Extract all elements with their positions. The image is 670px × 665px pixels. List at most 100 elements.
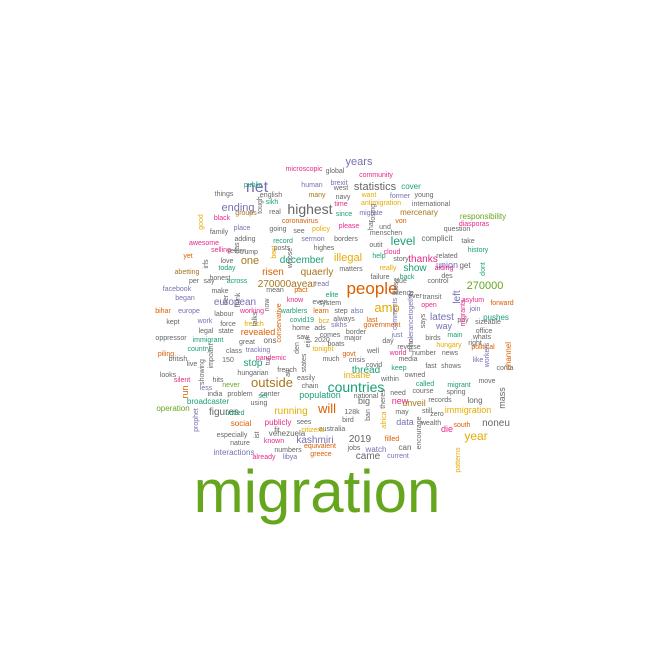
- word: data: [396, 417, 414, 427]
- word: revealed: [241, 327, 276, 337]
- word: tracking: [246, 347, 271, 354]
- word: says: [420, 313, 427, 328]
- word: losing: [370, 204, 377, 222]
- word: going: [269, 226, 286, 233]
- word: united: [225, 410, 244, 417]
- word: government: [364, 322, 401, 329]
- word: border: [346, 329, 367, 336]
- word: within: [380, 376, 399, 383]
- word: work: [197, 318, 213, 325]
- word: broadcaster: [187, 397, 230, 406]
- word: now: [264, 298, 271, 312]
- word: statistics: [354, 181, 397, 193]
- word: latest: [430, 312, 454, 323]
- word: people: [346, 279, 397, 298]
- word: political: [471, 344, 495, 351]
- word: may: [395, 409, 409, 416]
- word: good: [198, 214, 205, 230]
- word: new: [392, 396, 409, 406]
- word: especially: [217, 432, 248, 439]
- word: sermon: [301, 236, 324, 243]
- word: dont: [480, 262, 487, 276]
- word: asylum: [462, 297, 484, 304]
- word: navy: [336, 194, 351, 201]
- word: need: [390, 390, 406, 397]
- word: covid19: [290, 317, 314, 324]
- word: show: [403, 263, 427, 274]
- word: problem: [227, 391, 252, 398]
- word: highes: [314, 245, 335, 252]
- word: set: [258, 393, 267, 400]
- word: posts: [274, 245, 291, 252]
- word: using: [251, 400, 268, 407]
- word: real: [269, 209, 281, 216]
- word: year: [464, 429, 487, 443]
- word: long: [467, 396, 482, 405]
- word: force: [220, 321, 236, 328]
- word: showing: [199, 359, 206, 385]
- word: saw: [297, 334, 310, 341]
- word: borders: [334, 236, 358, 243]
- word: operation: [156, 404, 189, 413]
- word: one: [241, 255, 259, 267]
- word: country: [188, 346, 211, 353]
- word: great: [239, 339, 255, 346]
- word: 2020: [314, 337, 330, 344]
- word: related: [436, 253, 458, 260]
- word: place: [234, 225, 251, 232]
- word: west: [333, 185, 348, 192]
- word: reverse: [397, 344, 420, 351]
- word: things: [215, 191, 234, 198]
- word: ads: [314, 325, 326, 332]
- word: population: [299, 390, 341, 400]
- word: immigration: [445, 405, 492, 415]
- word: many: [308, 192, 326, 199]
- word: chain: [302, 383, 319, 390]
- word: migrant: [447, 382, 470, 389]
- word: really: [380, 265, 397, 272]
- word: pact: [294, 287, 307, 294]
- word: question: [444, 226, 471, 233]
- word: world: [389, 350, 407, 357]
- word: want: [361, 192, 377, 199]
- word: home: [292, 325, 310, 332]
- word: africa: [381, 411, 388, 428]
- word: working: [239, 308, 264, 315]
- word: read: [315, 281, 329, 288]
- word: spring: [446, 389, 465, 396]
- word: hungarian: [237, 370, 268, 377]
- word: looks: [160, 372, 177, 379]
- word: help: [372, 253, 385, 260]
- word: whose: [287, 248, 294, 269]
- word: amp: [374, 300, 399, 315]
- word: fit: [274, 427, 280, 434]
- word: day: [382, 338, 394, 345]
- word: open: [421, 302, 437, 309]
- word: mhn: [408, 338, 415, 352]
- word: will: [317, 401, 336, 416]
- word: close: [393, 278, 400, 294]
- word: ban: [365, 409, 372, 421]
- word: well: [366, 348, 380, 355]
- word: last: [367, 317, 378, 324]
- word: ending: [221, 202, 254, 214]
- word: like: [473, 357, 484, 364]
- word: 150: [222, 357, 234, 364]
- word: conservative: [276, 303, 283, 342]
- word: jobs: [347, 445, 361, 452]
- word: tur: [265, 356, 272, 365]
- word: hits: [213, 377, 224, 384]
- word: sees: [297, 419, 312, 426]
- word: comments: [392, 297, 399, 330]
- word: die: [441, 424, 453, 434]
- word: record: [273, 238, 293, 245]
- word: silence: [392, 290, 414, 297]
- word: channel: [504, 342, 513, 370]
- word: failure: [370, 274, 389, 281]
- word: hungary: [436, 342, 462, 349]
- word: venezuela: [269, 429, 306, 438]
- word: theres: [380, 389, 387, 409]
- word: noneu: [482, 418, 510, 429]
- word: crisis: [349, 357, 365, 364]
- word: boats: [327, 341, 345, 348]
